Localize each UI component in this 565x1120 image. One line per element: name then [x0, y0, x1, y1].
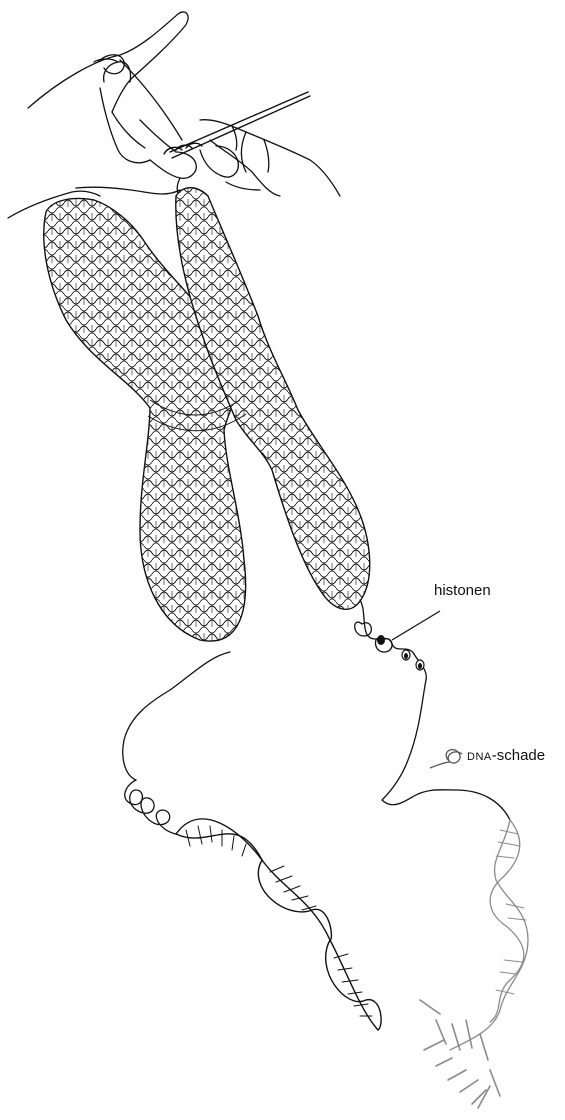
- dna-strand-path: [123, 600, 510, 834]
- chromosome-icon: [44, 188, 370, 641]
- histones-label: histonen: [434, 582, 491, 599]
- dna-damage-suffix: -schade: [492, 747, 545, 764]
- dna-damage-label: DNA-schade: [467, 747, 545, 764]
- dna-damage-prefix: DNA: [467, 751, 492, 763]
- histones-leader-line: [392, 611, 440, 640]
- dna-helix-icon: [176, 819, 381, 1030]
- damaged-dna-helix: [420, 820, 528, 1108]
- dna-knot-icon: [430, 750, 462, 768]
- knitting-hands-icon: [8, 12, 340, 218]
